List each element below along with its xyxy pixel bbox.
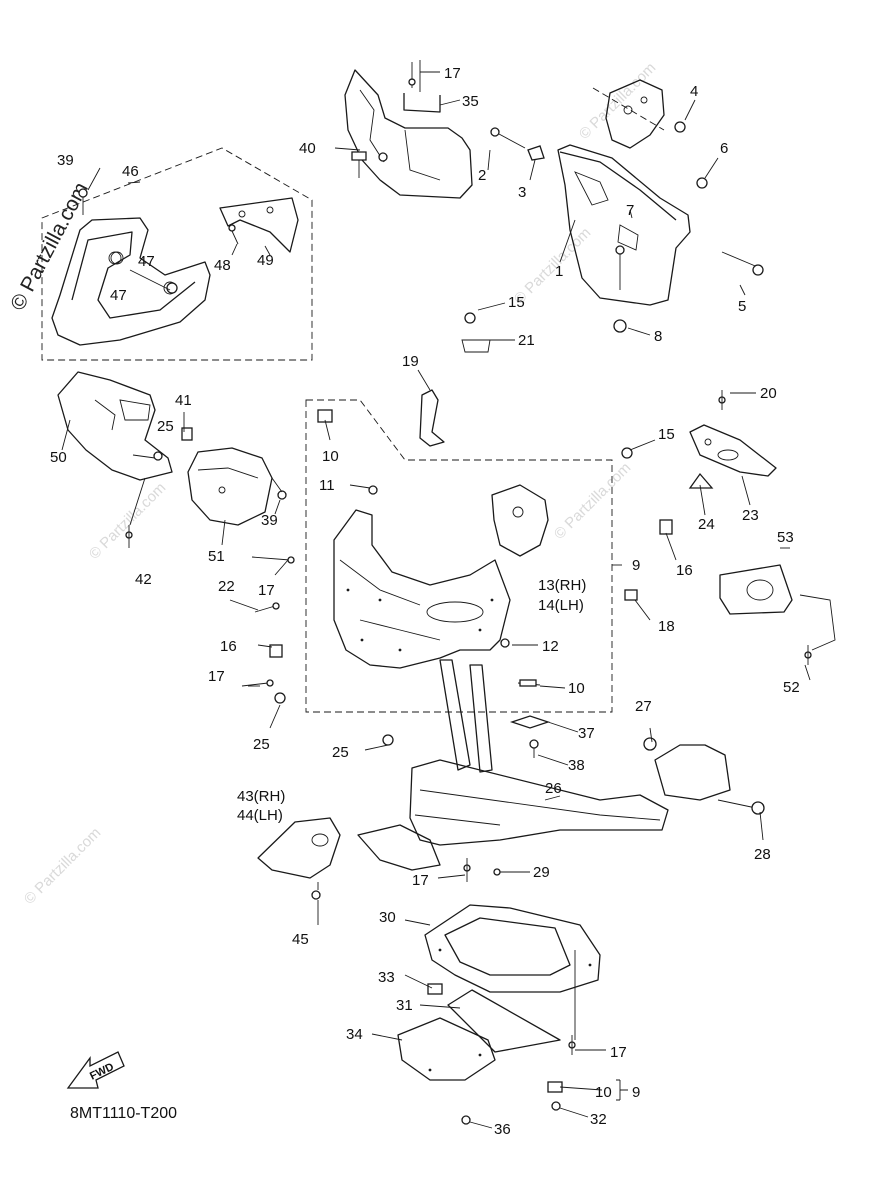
- callout-31: 31: [396, 997, 413, 1014]
- callout-17: 17: [444, 65, 461, 82]
- callout-10: 10: [568, 680, 585, 697]
- callout-5: 5: [738, 298, 746, 315]
- callout-53: 53: [777, 529, 794, 546]
- right-bracket-plate: [688, 424, 777, 489]
- callout-47: 47: [138, 253, 155, 270]
- callout-17: 17: [610, 1044, 627, 1061]
- callout-17: 17: [208, 668, 225, 685]
- callout-50: 50: [50, 449, 67, 466]
- callout-35: 35: [462, 93, 479, 110]
- callout-32: 32: [590, 1111, 607, 1128]
- callout-48: 48: [214, 257, 231, 274]
- callout-16: 16: [220, 638, 237, 655]
- callout-21: 21: [518, 332, 535, 349]
- callout-labels: 1 2 3 4 5 6 7 8 9 9 10 10 10 11 12 13(RH…: [50, 65, 800, 1138]
- callout-41: 41: [175, 392, 192, 409]
- callout-36: 36: [494, 1121, 511, 1138]
- callout-15: 15: [508, 294, 525, 311]
- callout-46: 46: [122, 163, 139, 180]
- main-frame-26: [357, 659, 731, 871]
- bracket-43-44: [257, 817, 341, 890]
- callout-38: 38: [568, 757, 585, 774]
- callout-49: 49: [257, 252, 274, 269]
- callout-37: 37: [578, 725, 595, 742]
- assembly-boxes: [41, 87, 665, 713]
- callout-33: 33: [378, 969, 395, 986]
- callout-40: 40: [299, 140, 316, 157]
- callout-29: 29: [533, 864, 550, 881]
- callout-28: 28: [754, 846, 771, 863]
- callout-17: 17: [258, 582, 275, 599]
- watermark-faint: © Partzilla.com: [551, 459, 634, 542]
- callout-1: 1: [555, 263, 563, 280]
- watermark-faint: © Partzilla.com: [21, 824, 104, 907]
- callout-6: 6: [720, 140, 728, 157]
- callout-42: 42: [135, 571, 152, 588]
- callout-45: 45: [292, 931, 309, 948]
- callout-26: 26: [545, 780, 562, 797]
- callout-24: 24: [698, 516, 715, 533]
- callout-43: 43(RH): [237, 788, 285, 805]
- callout-39: 39: [57, 152, 74, 169]
- front-guard-46: [51, 197, 299, 346]
- callout-39: 39: [261, 512, 278, 529]
- callout-19: 19: [402, 353, 419, 370]
- callout-51: 51: [208, 548, 225, 565]
- callout-12: 12: [542, 638, 559, 655]
- callout-9: 9: [632, 557, 640, 574]
- left-skid-plates: [57, 371, 273, 526]
- callout-16: 16: [676, 562, 693, 579]
- callout-10: 10: [595, 1084, 612, 1101]
- callout-27: 27: [635, 698, 652, 715]
- brace-19: [419, 339, 491, 447]
- callout-3: 3: [518, 184, 526, 201]
- callout-8: 8: [654, 328, 662, 345]
- skid-plates-lower: [397, 904, 601, 1081]
- callout-25: 25: [157, 418, 174, 435]
- callout-9: 9: [632, 1084, 640, 1101]
- callout-20: 20: [760, 385, 777, 402]
- front-frame-plate: [333, 484, 549, 669]
- callout-22: 22: [218, 578, 235, 595]
- callout-23: 23: [742, 507, 759, 524]
- callout-4: 4: [690, 83, 698, 100]
- callout-17: 17: [412, 872, 429, 889]
- callout-44: 44(LH): [237, 807, 283, 824]
- callout-47: 47: [110, 287, 127, 304]
- diagram-code: 8MT1110-T200: [70, 1105, 177, 1122]
- callout-15: 15: [658, 426, 675, 443]
- callout-11: 11: [319, 477, 335, 494]
- callout-52: 52: [783, 679, 800, 696]
- callout-30: 30: [379, 909, 396, 926]
- callout-7: 7: [626, 202, 634, 219]
- fasteners: [78, 62, 812, 1125]
- callout-18: 18: [658, 618, 675, 635]
- watermark-primary: © Partzilla.com: [6, 179, 93, 315]
- plate-53: [719, 564, 836, 651]
- fwd-arrow-icon: FWD: [66, 1051, 125, 1089]
- callout-25: 25: [253, 736, 270, 753]
- callout-14: 14(LH): [538, 597, 584, 614]
- leader-lines: [61, 71, 811, 1129]
- callout-2: 2: [478, 167, 486, 184]
- callout-13: 13(RH): [538, 577, 586, 594]
- front-bumper-bracket: [557, 79, 691, 306]
- callout-34: 34: [346, 1026, 363, 1043]
- callout-25: 25: [332, 744, 349, 761]
- watermark-faint: © Partzilla.com: [86, 479, 169, 562]
- callout-10: 10: [322, 448, 339, 465]
